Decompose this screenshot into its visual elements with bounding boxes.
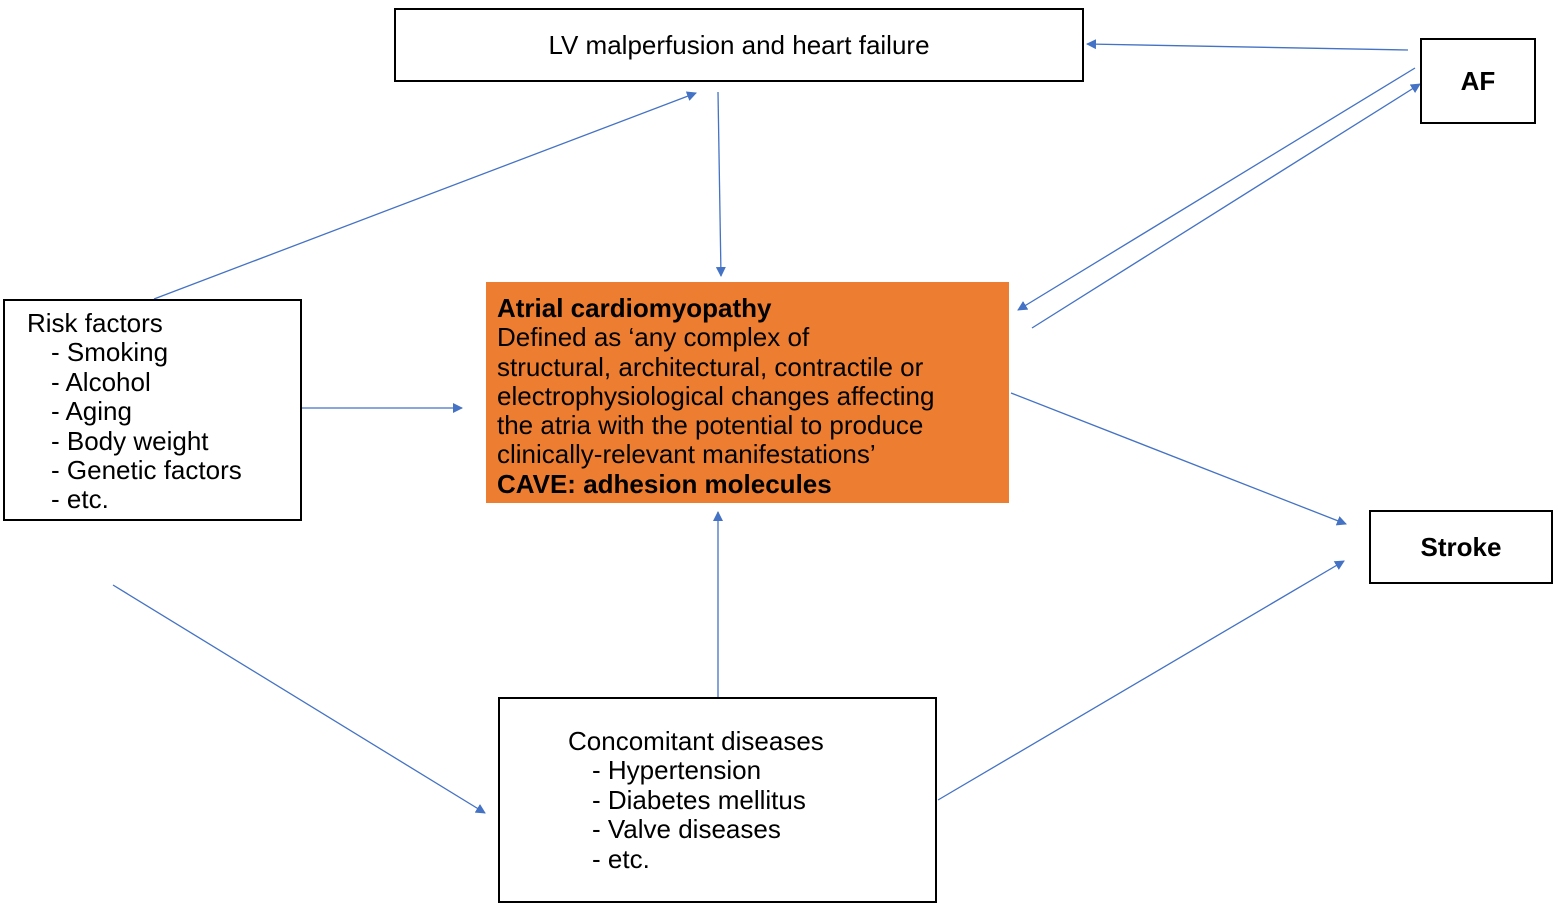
arrow-atrial-to-stroke xyxy=(1010,392,1347,526)
risk-factor-item: - Smoking xyxy=(51,337,169,368)
atrial-definition-line: electrophysiological changes affecting xyxy=(497,380,935,411)
arrow-risk-to-lv xyxy=(153,91,697,300)
concomitant-disease-item: - Valve diseases xyxy=(592,814,781,845)
stroke-label: Stroke xyxy=(1420,531,1502,562)
risk-factor-item: - Aging xyxy=(51,396,132,427)
af-box: AF xyxy=(1420,38,1536,124)
atrial-definition-line: clinically-relevant manifestations’ xyxy=(497,439,876,470)
af-label: AF xyxy=(1460,65,1496,96)
risk-factor-item: - etc. xyxy=(51,484,109,515)
concomitant-disease-item: - etc. xyxy=(592,843,650,874)
atrial-definition-line: the atria with the potential to produce xyxy=(497,410,924,441)
atrial-definition-line: Defined as ‘any complex of xyxy=(497,322,810,353)
concomitant-disease-item: - Hypertension xyxy=(592,755,762,786)
arrow-af-to-atrial xyxy=(1017,67,1416,311)
atrial-cardiomyopathy-title: Atrial cardiomyopathy xyxy=(497,293,772,323)
arrow-concomitant-to-stroke xyxy=(937,560,1345,801)
risk-factors-title: Risk factors xyxy=(27,308,163,338)
stroke-box: Stroke xyxy=(1369,510,1553,584)
lv-malperfusion-label: LV malperfusion and heart failure xyxy=(548,29,930,60)
atrial-cardiomyopathy-box: Atrial cardiomyopathy Defined as ‘any co… xyxy=(486,282,1009,503)
concomitant-diseases-title: Concomitant diseases xyxy=(568,726,824,756)
arrow-af-to-lv xyxy=(1086,39,1409,51)
concomitant-diseases-box: Concomitant diseases - Hypertension - Di… xyxy=(498,697,937,903)
arrow-lv-to-atrial xyxy=(715,91,726,277)
lv-malperfusion-box: LV malperfusion and heart failure xyxy=(394,8,1084,82)
concomitant-disease-item: - Diabetes mellitus xyxy=(592,784,806,815)
risk-factor-item: - Body weight xyxy=(51,425,209,456)
risk-factor-item: - Alcohol xyxy=(51,366,151,397)
risk-factor-item: - Genetic factors xyxy=(51,455,242,486)
arrow-atrial-to-af xyxy=(1031,83,1421,329)
arrow-risk-to-concomitant xyxy=(112,584,486,814)
risk-factors-box: Risk factors - Smoking - Alcohol - Aging… xyxy=(3,299,302,521)
atrial-definition-line: structural, architectural, contractile o… xyxy=(497,351,924,382)
atrial-cave-note: CAVE: adhesion molecules xyxy=(497,468,832,499)
